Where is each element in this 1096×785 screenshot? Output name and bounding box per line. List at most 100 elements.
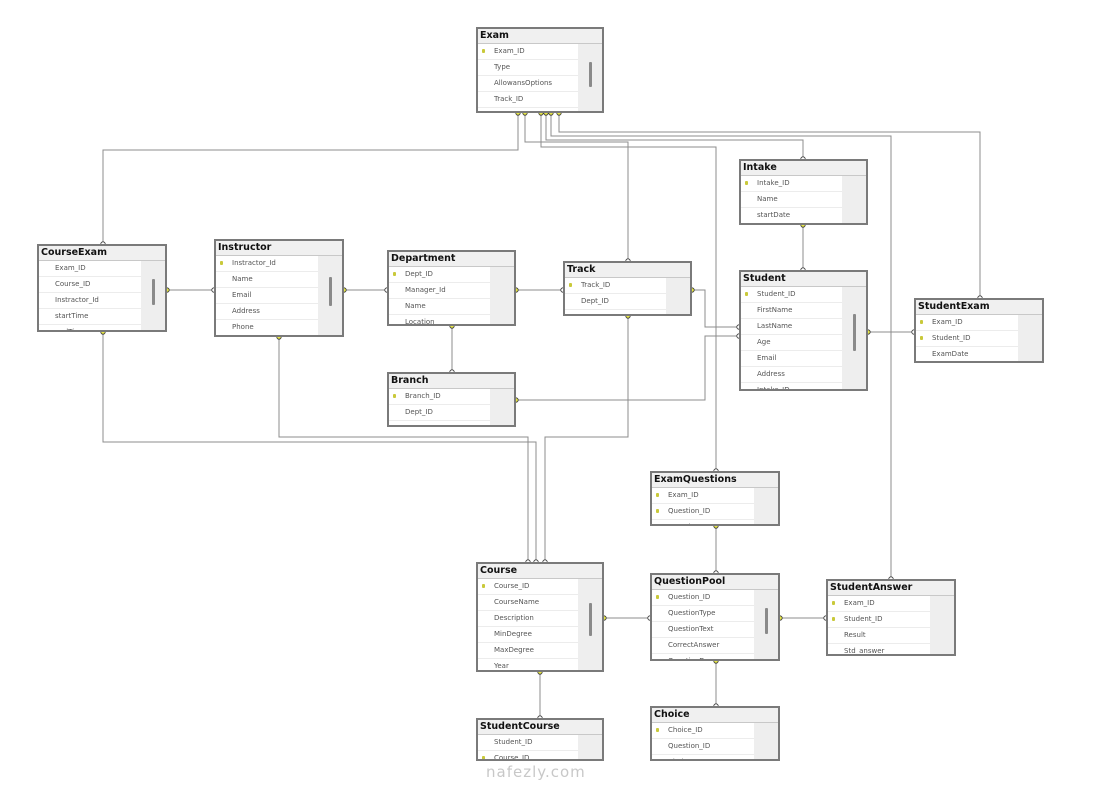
table-title[interactable]: Student (741, 272, 866, 287)
table-title[interactable]: Intake (741, 161, 866, 176)
column-row[interactable]: QuestionDegree (652, 654, 754, 659)
table-title[interactable]: StudentAnswer (828, 581, 954, 596)
table-title[interactable]: Branch (389, 374, 514, 389)
scrollbar[interactable] (318, 256, 342, 335)
column-row[interactable]: Address (216, 304, 318, 320)
column-row[interactable]: Email (216, 288, 318, 304)
column-row[interactable]: CourseName (478, 595, 578, 611)
column-row[interactable]: Intake_ID (741, 383, 842, 389)
column-row[interactable]: Question_ID (652, 739, 754, 755)
table-title[interactable]: Exam (478, 29, 602, 44)
scrollbar[interactable] (754, 488, 778, 524)
column-row[interactable]: QuestionText (652, 622, 754, 638)
scrollbar[interactable] (842, 176, 866, 223)
scrollbar[interactable] (490, 267, 514, 324)
relationship-line[interactable] (550, 113, 892, 579)
scrollbar-thumb[interactable] (589, 62, 592, 87)
column-row[interactable]: AllowansOptions (478, 76, 578, 92)
column-row[interactable]: Intake_ID (741, 176, 842, 192)
column-row[interactable]: Year (478, 659, 578, 670)
column-row[interactable]: Exam_ID (478, 44, 578, 60)
column-row[interactable]: Question_ID (652, 590, 754, 606)
table-title[interactable]: Department (389, 252, 514, 267)
relationship-line[interactable] (278, 337, 529, 562)
table-title[interactable]: Choice (652, 708, 778, 723)
column-row[interactable]: Name (389, 421, 490, 425)
column-row[interactable]: Student_ID (741, 287, 842, 303)
column-row[interactable]: Instractor_Id (216, 256, 318, 272)
column-row[interactable]: MaxDegree (478, 643, 578, 659)
column-row[interactable]: startDate (741, 208, 842, 223)
scrollbar[interactable] (578, 44, 602, 111)
table-title[interactable]: CourseExam (39, 246, 165, 261)
column-row[interactable]: Name (741, 192, 842, 208)
column-row[interactable]: QuestionDegree (652, 520, 754, 524)
column-row[interactable]: MinDegree (478, 627, 578, 643)
table-examquestions[interactable]: ExamQuestionsExam_IDQuestion_IDQuestionD… (650, 471, 780, 526)
scrollbar-thumb[interactable] (765, 608, 768, 634)
table-title[interactable]: ExamQuestions (652, 473, 778, 488)
column-row[interactable]: Instractor_Id (39, 293, 141, 309)
column-row[interactable]: FirstName (741, 303, 842, 319)
column-row[interactable]: ExamDate (916, 347, 1018, 361)
table-title[interactable]: StudentExam (916, 300, 1042, 315)
column-row[interactable]: Result (828, 628, 930, 644)
column-row[interactable]: Std_answer (828, 644, 930, 654)
relationship-line[interactable] (544, 316, 629, 562)
relationship-line[interactable] (692, 289, 739, 328)
column-row[interactable]: Course_ID (478, 751, 578, 759)
scrollbar[interactable] (754, 590, 778, 659)
column-row[interactable]: Age (741, 335, 842, 351)
column-row[interactable]: Email (741, 351, 842, 367)
table-title[interactable]: QuestionPool (652, 575, 778, 590)
scrollbar[interactable] (754, 723, 778, 759)
column-row[interactable]: endTime (39, 325, 141, 330)
column-row[interactable]: Exam_ID (652, 488, 754, 504)
column-row[interactable]: ChoiceText (652, 755, 754, 759)
column-row[interactable]: Dept_ID (389, 405, 490, 421)
relationship-line[interactable] (545, 113, 804, 159)
column-row[interactable]: Name (565, 310, 666, 314)
scrollbar[interactable] (1018, 315, 1042, 361)
column-row[interactable]: Track_ID (478, 92, 578, 108)
column-row[interactable]: Manager_Id (389, 283, 490, 299)
column-row[interactable]: Dept_ID (389, 267, 490, 283)
scrollbar[interactable] (842, 287, 866, 389)
column-row[interactable]: Type (478, 60, 578, 76)
column-row[interactable]: Student_ID (916, 331, 1018, 347)
relationship-line[interactable] (102, 113, 519, 244)
scrollbar[interactable] (930, 596, 954, 654)
relationship-line[interactable] (540, 113, 717, 471)
column-row[interactable]: Track_ID (565, 278, 666, 294)
scrollbar-thumb[interactable] (853, 314, 856, 351)
column-row[interactable]: Student_ID (478, 735, 578, 751)
column-row[interactable]: Exam_ID (916, 315, 1018, 331)
table-title[interactable]: Instructor (216, 241, 342, 256)
scrollbar[interactable] (490, 389, 514, 425)
relationship-line[interactable] (102, 332, 537, 562)
column-row[interactable]: Choice_ID (652, 723, 754, 739)
column-row[interactable]: Name (216, 272, 318, 288)
scrollbar[interactable] (578, 579, 602, 670)
table-exam[interactable]: ExamExam_IDTypeAllowansOptionsTrack_IDIn… (476, 27, 604, 113)
column-row[interactable]: Address (741, 367, 842, 383)
column-row[interactable]: Dept_ID (565, 294, 666, 310)
column-row[interactable]: Course_ID (39, 277, 141, 293)
scrollbar-thumb[interactable] (152, 279, 155, 305)
column-row[interactable]: startTime (39, 309, 141, 325)
column-row[interactable]: QuestionType (652, 606, 754, 622)
scrollbar-thumb[interactable] (589, 603, 592, 636)
column-row[interactable]: Phone (216, 320, 318, 335)
column-row[interactable]: Student_ID (828, 612, 930, 628)
column-row[interactable]: Location (389, 315, 490, 324)
